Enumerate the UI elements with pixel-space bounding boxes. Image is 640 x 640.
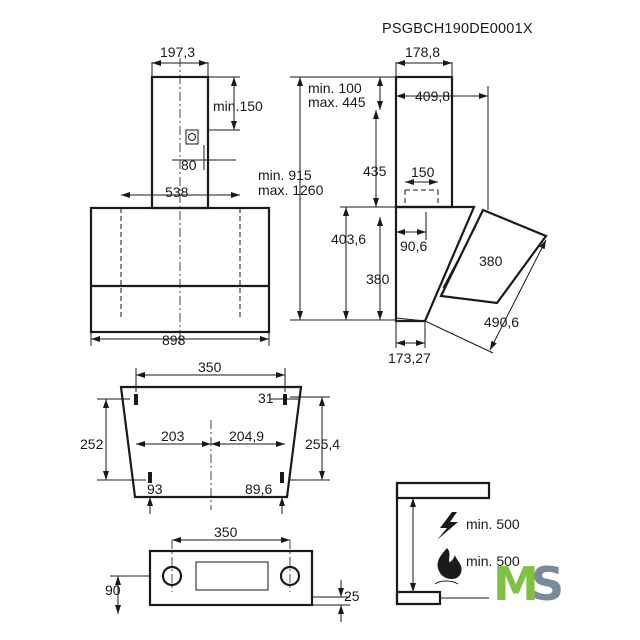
dim-lower-hole-spacing: 350 — [214, 524, 238, 540]
dim-upper-left-half: 203 — [161, 428, 185, 444]
upper-template-outline — [119, 385, 303, 499]
front-view: 197,3 min.150 80 538 898 — [89, 44, 271, 348]
clearance-electric: min. 500 — [466, 516, 520, 532]
dim-upper-left-height: 252 — [80, 436, 104, 452]
lower-hole-left — [161, 565, 183, 587]
dim-outlet-offset: 80 — [181, 157, 197, 173]
store-logo: M S — [493, 560, 583, 608]
dim-hood-width: 898 — [162, 332, 186, 348]
dim-upper-right-height: 255,4 — [305, 436, 340, 452]
dim-upper-left-bottom: 93 — [147, 481, 163, 497]
dim-hood-body-height: 403,6 — [331, 231, 366, 247]
dim-chimney-depth: 178,8 — [405, 44, 440, 60]
flame-icon — [437, 548, 462, 579]
dim-outlet-width: 150 — [411, 164, 435, 180]
dim-chimney-overlap: min.150 — [213, 98, 263, 114]
dim-upper-side-offset: 31 — [258, 390, 274, 406]
model-code: PSGBCH190DE0001X — [382, 21, 533, 37]
outlet-symbol — [185, 129, 199, 145]
dim-total-min: min. 915 — [258, 167, 312, 183]
dim-total-max: max. 1260 — [258, 182, 324, 198]
logo-letter-m: M — [493, 557, 539, 611]
dim-top-clearance-max: max. 445 — [308, 94, 366, 110]
clearance-hob-outline — [395, 590, 442, 606]
lightning-icon — [437, 512, 458, 540]
side-hood-body — [394, 205, 476, 323]
side-view: 178,8 min. 100 max. 445 409,8 min. 915 m… — [258, 44, 548, 366]
dim-chimney-width: 197,3 — [160, 44, 195, 60]
dim-upper-right-bottom: 89,6 — [245, 481, 272, 497]
lower-template-outline — [148, 549, 314, 607]
dim-outlet-depth: 90,6 — [400, 238, 427, 254]
clearance-hood-outline — [395, 481, 491, 500]
dim-lower-height: 90 — [105, 582, 121, 598]
dim-top-clearance-min: min. 100 — [308, 80, 362, 96]
clearance-gas: min. 500 — [466, 553, 520, 569]
dim-panel-height: 380 — [366, 271, 390, 287]
lower-hole-right — [279, 565, 301, 587]
lower-mounting-template: 350 90 25 — [105, 524, 360, 622]
dim-bracket-width: 538 — [165, 184, 189, 200]
dim-upper-right-half: 204,9 — [229, 428, 264, 444]
upper-mounting-template: 350 31 252 255,4 203 204,9 93 89,6 — [80, 359, 340, 514]
clearance-view: min. 500 min. 500 — [395, 481, 520, 606]
dim-chimney-height: 435 — [363, 163, 387, 179]
front-hood-body — [89, 206, 271, 334]
dim-lower-bottom-offset: 25 — [344, 588, 360, 604]
logo-letter-s: S — [531, 557, 565, 611]
dim-wall-to-front: 409,8 — [415, 88, 450, 104]
dim-bottom-depth: 173,27 — [388, 350, 431, 366]
dim-open-panel-height: 380 — [479, 253, 503, 269]
dim-upper-hole-spacing: 350 — [198, 359, 222, 375]
dim-open-panel-reach: 490,6 — [484, 314, 519, 330]
